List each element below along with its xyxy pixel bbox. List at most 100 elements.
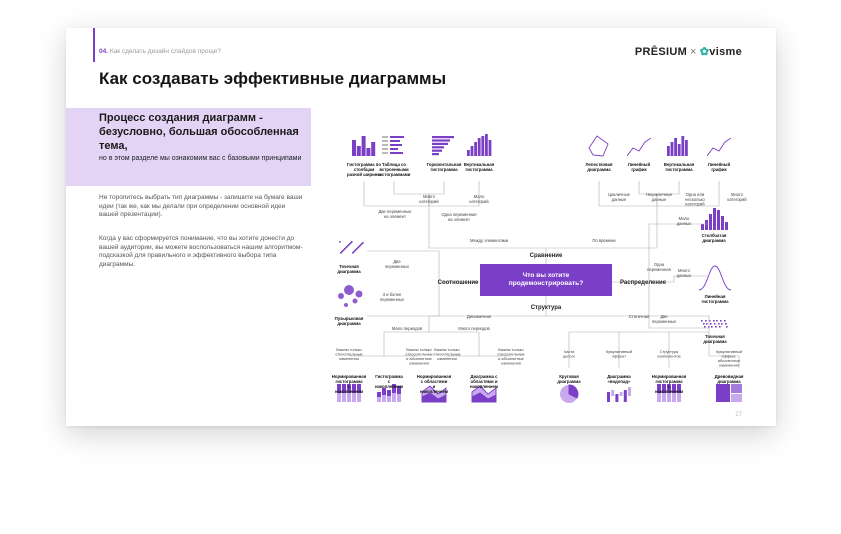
icon-stack-bar [672,393,676,402]
icon-scatter-dot [353,251,355,253]
icon-radar [588,135,609,157]
icon-stack-bar [662,393,666,402]
icon-dist-dot [701,320,703,322]
icon-scatter-dot [340,252,342,254]
label-static: Статичная [629,314,649,319]
icon-stack-bar [342,384,346,393]
icon-dist-bar [725,222,728,230]
logo-visme-icon: ✿ [699,46,710,58]
icon-dist-bar [709,214,712,230]
chapter-number: 04. [99,48,109,55]
icon-scatter-dot [357,247,359,249]
icon-scatter-dot [362,242,364,244]
icon-dist-dot [714,323,716,325]
icon-stack-bar [662,384,666,393]
icon-stack-bar [387,390,391,396]
icon-tree-cell [731,384,742,393]
icon-bar [485,134,488,156]
icon-stack-bar [397,386,401,394]
icon-dist-dot [724,320,726,322]
icon-dist-dot [703,323,705,325]
icon-dist-dot [715,326,717,328]
icon-waterfall-bar [628,387,631,396]
label-between: Между элементами [470,238,509,243]
icon-bar [685,140,688,156]
category-relation: Соотношение [438,280,479,286]
icon-stack-bar [347,384,351,393]
icon-stack-bar [357,384,361,393]
icon-stack-bar [657,393,661,402]
highlight-subtitle: но в этом разделе мы ознакомим вас с баз… [99,155,302,162]
label-few-periods: Мало периодов [392,326,423,331]
icon-scatter-dot [345,247,347,249]
icon-waterfall-bar [623,390,627,402]
icon-stack-bar [382,395,386,402]
icon-dist-bar [721,216,724,230]
icon-stack-bar [337,393,341,402]
icon-bar [371,142,376,156]
icon-area-front [471,392,497,403]
page-number: 27 [735,412,742,418]
icon-scatter-dot [354,250,356,252]
icon-stack-bar [397,394,401,402]
icon-waterfall-bar [619,392,623,396]
icon-scatter-dot [349,243,351,245]
icon-bar [477,138,481,156]
chapter-label: 04. Как сделать дизайн слайдов проще? [99,48,221,55]
icon-horizontal-bar [432,136,454,139]
icon-dist-dot [721,323,723,325]
paragraph-2: Когда у вас сформируется понимание, что … [99,235,303,268]
icon-scatter-dot [343,249,345,251]
icon-scatter-dot [342,250,344,252]
label-over-time: По времени [592,238,616,243]
icon-stack-bar [667,384,671,393]
label-many-periods: Много периодов [458,326,490,331]
brand-logo: PRĒSIUM×✿visme [635,45,742,58]
icon-waterfall-bar [615,394,619,402]
icon-table-cell [382,136,388,138]
highlight-box [66,108,311,186]
icon-dist-bar [713,208,716,230]
icon-scatter-dot [348,244,350,246]
icon-stack-bar [657,384,661,393]
icon-line-chart [626,137,652,157]
chapter-text: Как сделать дизайн слайдов проще? [109,48,222,55]
icon-tree-cell [716,384,730,402]
icon-bar [481,136,485,156]
icon-line-chart [706,137,732,157]
icon-dist-bar [701,224,704,230]
icon-scatter-dot [346,246,348,248]
icon-bar [681,136,685,156]
icon-table-bar [390,144,402,146]
icon-pie-slice [568,384,579,399]
icon-bubble [344,303,348,307]
icon-bubble [352,298,358,304]
icon-scatter-dot [360,244,362,246]
icon-table-cell [382,140,388,142]
icon-dist-dot [725,323,727,325]
